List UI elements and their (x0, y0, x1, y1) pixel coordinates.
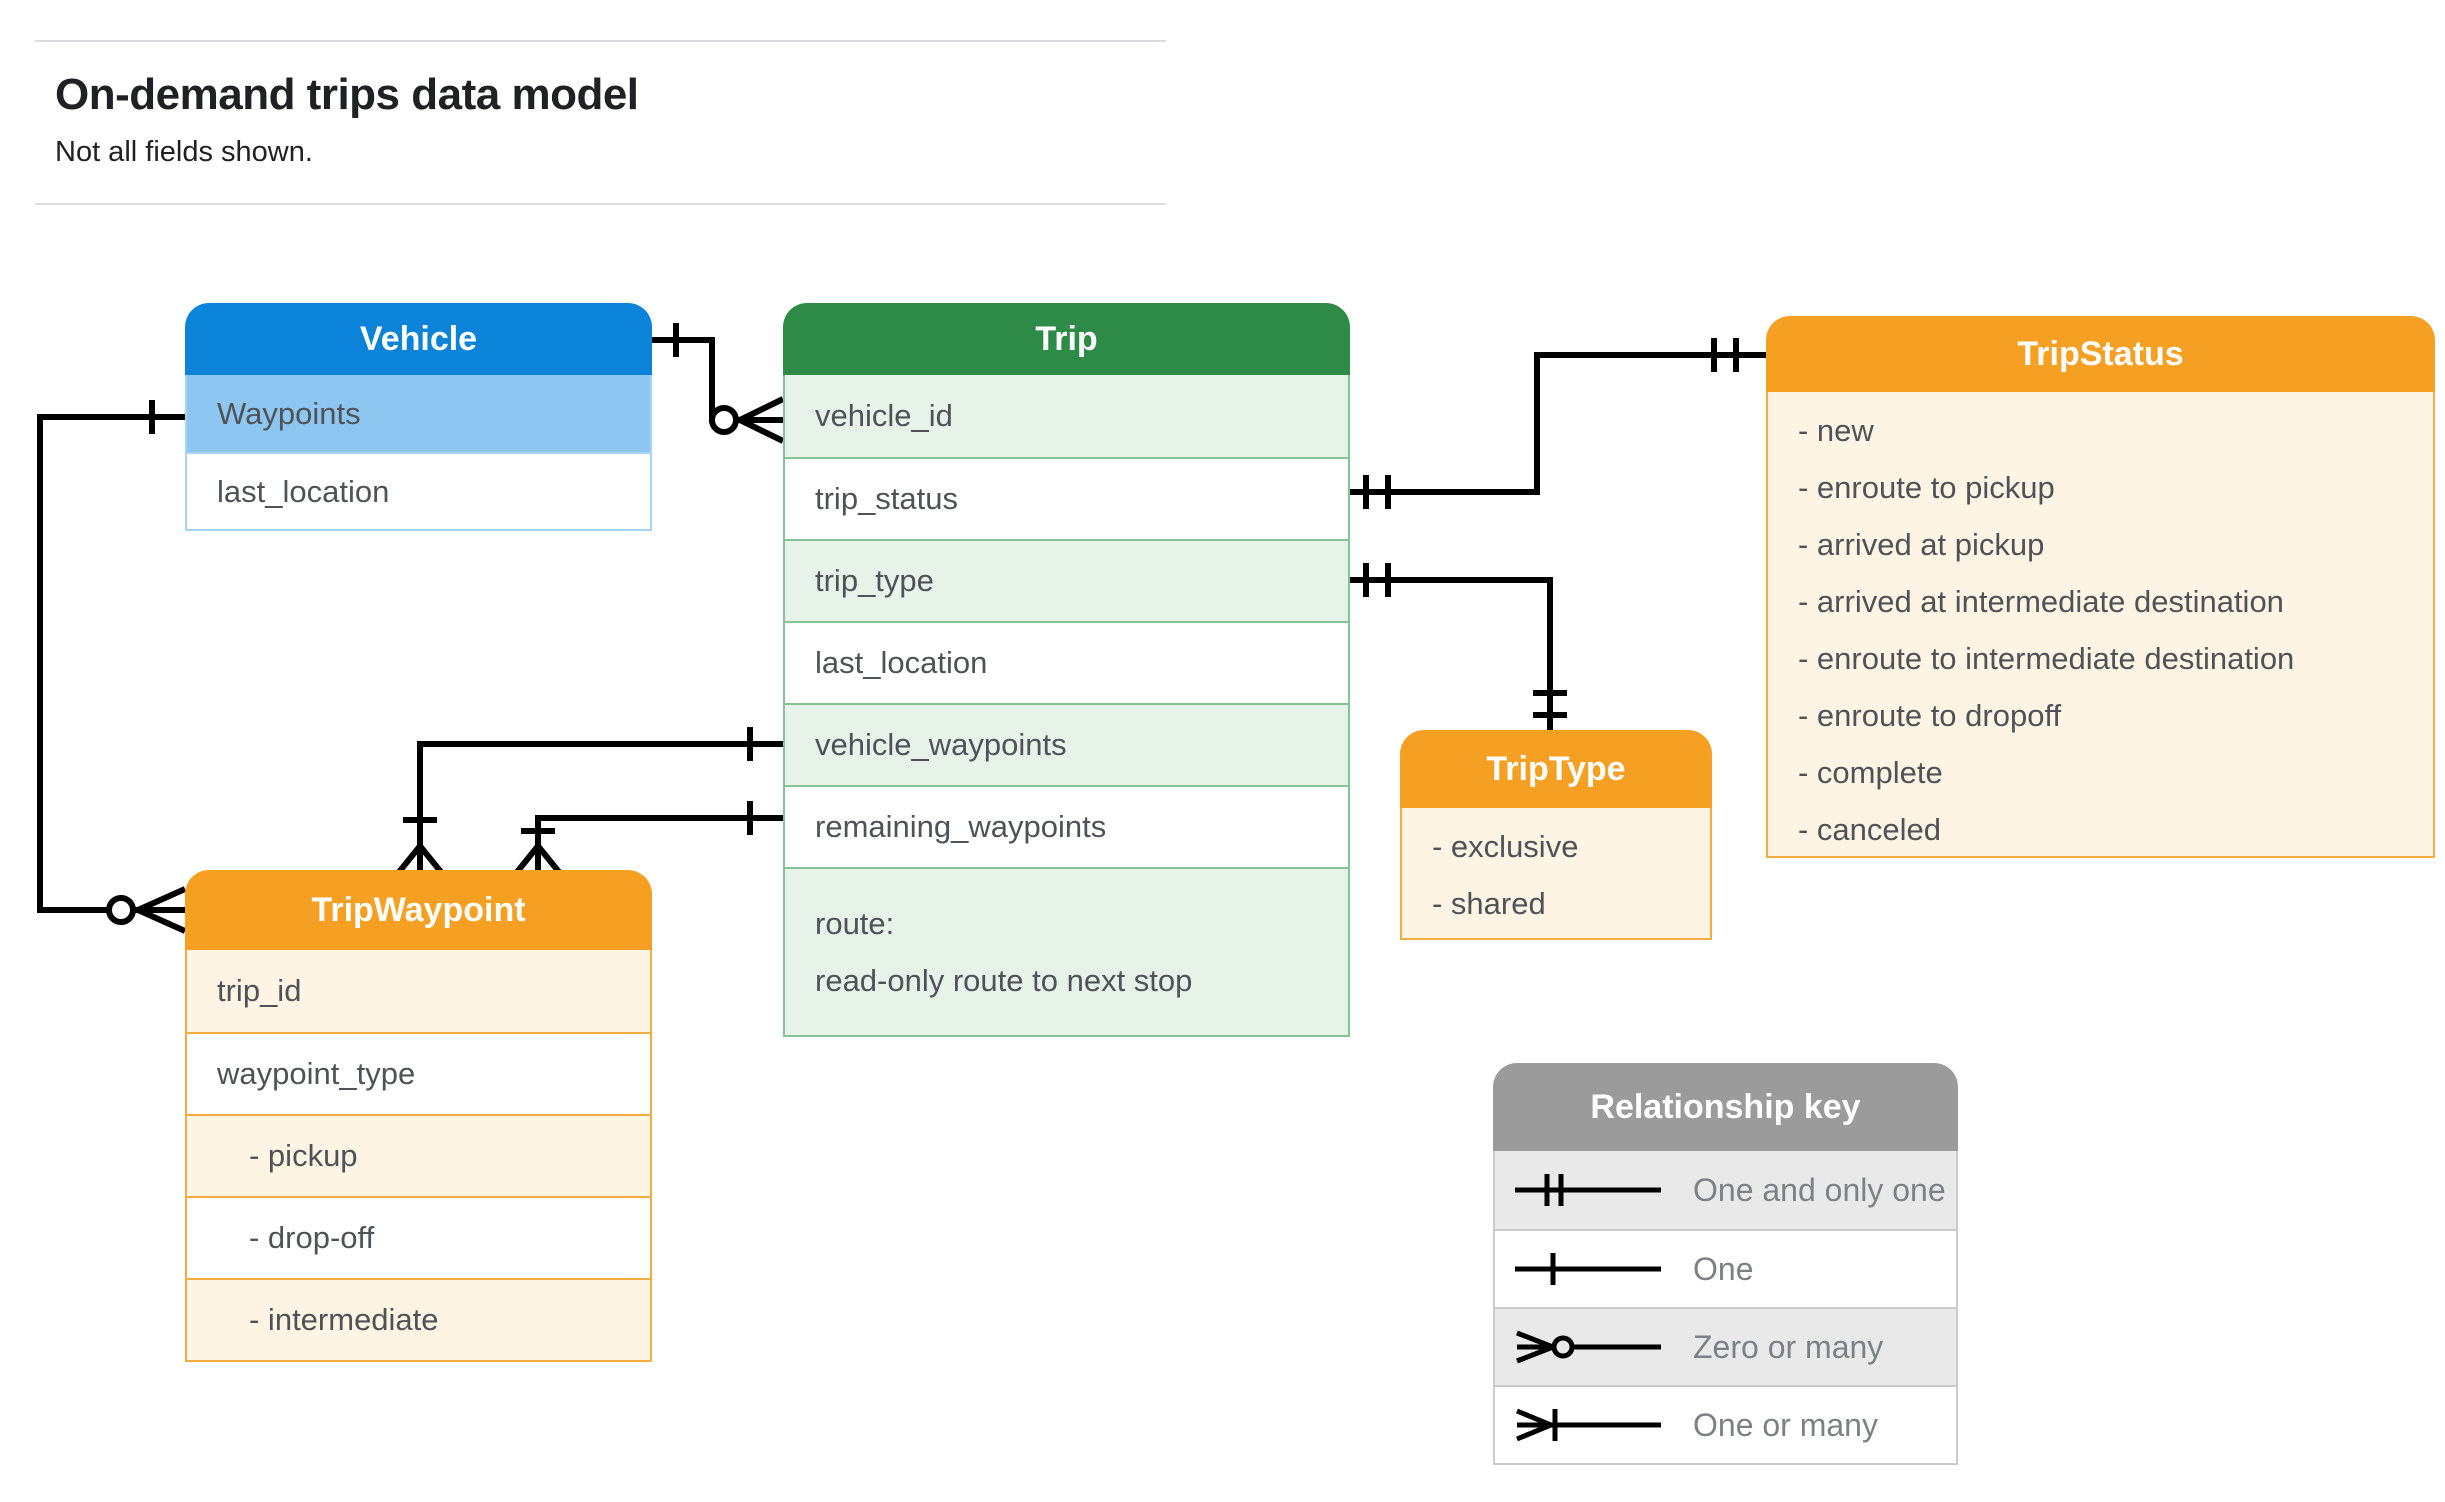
title-divider (35, 203, 1166, 205)
entity-triptype-body: - exclusive - shared (1400, 808, 1712, 940)
legend-label: One or many (1693, 1406, 1878, 1443)
entity-tripwaypoint-title: TripWaypoint (185, 870, 652, 950)
enum-value: - canceled (1798, 812, 1942, 847)
route-label: route: (815, 906, 895, 941)
legend-label: One and only one (1693, 1171, 1946, 1208)
entity-tripwaypoint-body: trip_id waypoint_type - pickup - drop-of… (185, 950, 652, 1362)
enum-value: - new (1798, 413, 1874, 448)
enum-value: - arrived at pickup (1798, 527, 2045, 562)
tripstatus-values: - new - enroute to pickup - arrived at p… (1768, 392, 2433, 856)
entity-tripstatus-title: TripStatus (1766, 316, 2435, 392)
enum-row-drop-off: - drop-off (187, 1196, 650, 1278)
enum-row-intermediate: - intermediate (187, 1278, 650, 1360)
enum-value: - enroute to intermediate destination (1798, 641, 2295, 676)
field-row-remaining-waypoints: remaining_waypoints (785, 785, 1348, 867)
field-row-trip-id: trip_id (187, 950, 650, 1032)
entity-trip: Trip vehicle_id trip_status trip_type la… (783, 303, 1350, 1037)
route-note: read-only route to next stop (815, 963, 1193, 998)
field-row-last-location: last_location (187, 452, 650, 529)
field-row-vehicle-waypoints: vehicle_waypoints (785, 703, 1348, 785)
enum-value: - shared (1432, 886, 1546, 921)
top-divider (35, 40, 1166, 42)
field-row-waypoint-type: waypoint_type (187, 1032, 650, 1114)
entity-triptype: TripType - exclusive - shared (1400, 730, 1712, 940)
field-row-vehicle-id: vehicle_id (785, 375, 1348, 457)
entity-vehicle-body: Waypoints last_location (185, 375, 652, 531)
entity-trip-title: Trip (783, 303, 1350, 375)
field-row-route: route: read-only route to next stop (785, 867, 1348, 1035)
field-row-waypoints: Waypoints (187, 375, 650, 452)
legend-row: One or many (1495, 1385, 1956, 1463)
enum-row-pickup: - pickup (187, 1114, 650, 1196)
connector-trip-type-to-triptype (1350, 563, 1567, 730)
relationship-key-title: Relationship key (1493, 1063, 1958, 1151)
field-row-last-location: last_location (785, 621, 1348, 703)
relationship-key-body: One and only one One Zero or many (1493, 1151, 1958, 1465)
connector-vehicle-to-trip-vehicle-id (652, 323, 785, 444)
legend-row: One (1495, 1229, 1956, 1307)
enum-value: - exclusive (1432, 829, 1579, 864)
relationship-key: Relationship key One and only one One (1493, 1063, 1958, 1465)
enum-value: - complete (1798, 755, 1943, 790)
connector-trip-vehicle-waypoints-to-tripwaypoint (396, 727, 783, 874)
entity-vehicle-title: Vehicle (185, 303, 652, 375)
enum-value: - enroute to dropoff (1798, 698, 2062, 733)
legend-row: Zero or many (1495, 1307, 1956, 1385)
entity-triptype-title: TripType (1400, 730, 1712, 808)
field-row-trip-status: trip_status (785, 457, 1348, 539)
legend-label: One (1693, 1250, 1754, 1287)
connector-trip-remaining-waypoints-to-tripwaypoint (514, 801, 783, 874)
entity-vehicle: Vehicle Waypoints last_location (185, 303, 652, 531)
legend-label: Zero or many (1693, 1328, 1884, 1365)
page-subtitle: Not all fields shown. (55, 136, 313, 168)
one-or-many-icon (1516, 1408, 1661, 1442)
entity-tripstatus-body: - new - enroute to pickup - arrived at p… (1766, 392, 2435, 858)
zero-or-many-icon (1516, 1330, 1661, 1364)
connector-trip-status-to-tripstatus (1350, 338, 1766, 509)
triptype-values: - exclusive - shared (1402, 808, 1710, 938)
legend-row: One and only one (1495, 1151, 1956, 1229)
enum-value: - arrived at intermediate destination (1798, 584, 2284, 619)
entity-tripwaypoint: TripWaypoint trip_id waypoint_type - pic… (185, 870, 652, 1362)
entity-trip-body: vehicle_id trip_status trip_type last_lo… (783, 375, 1350, 1037)
entity-tripstatus: TripStatus - new - enroute to pickup - a… (1766, 316, 2435, 858)
one-icon (1515, 1253, 1661, 1285)
enum-value: - enroute to pickup (1798, 470, 2055, 505)
connector-vehicle-waypoints-to-tripwaypoint (37, 400, 187, 934)
field-row-trip-type: trip_type (785, 539, 1348, 621)
page-title: On-demand trips data model (55, 70, 639, 119)
one-and-only-one-icon (1515, 1174, 1661, 1206)
